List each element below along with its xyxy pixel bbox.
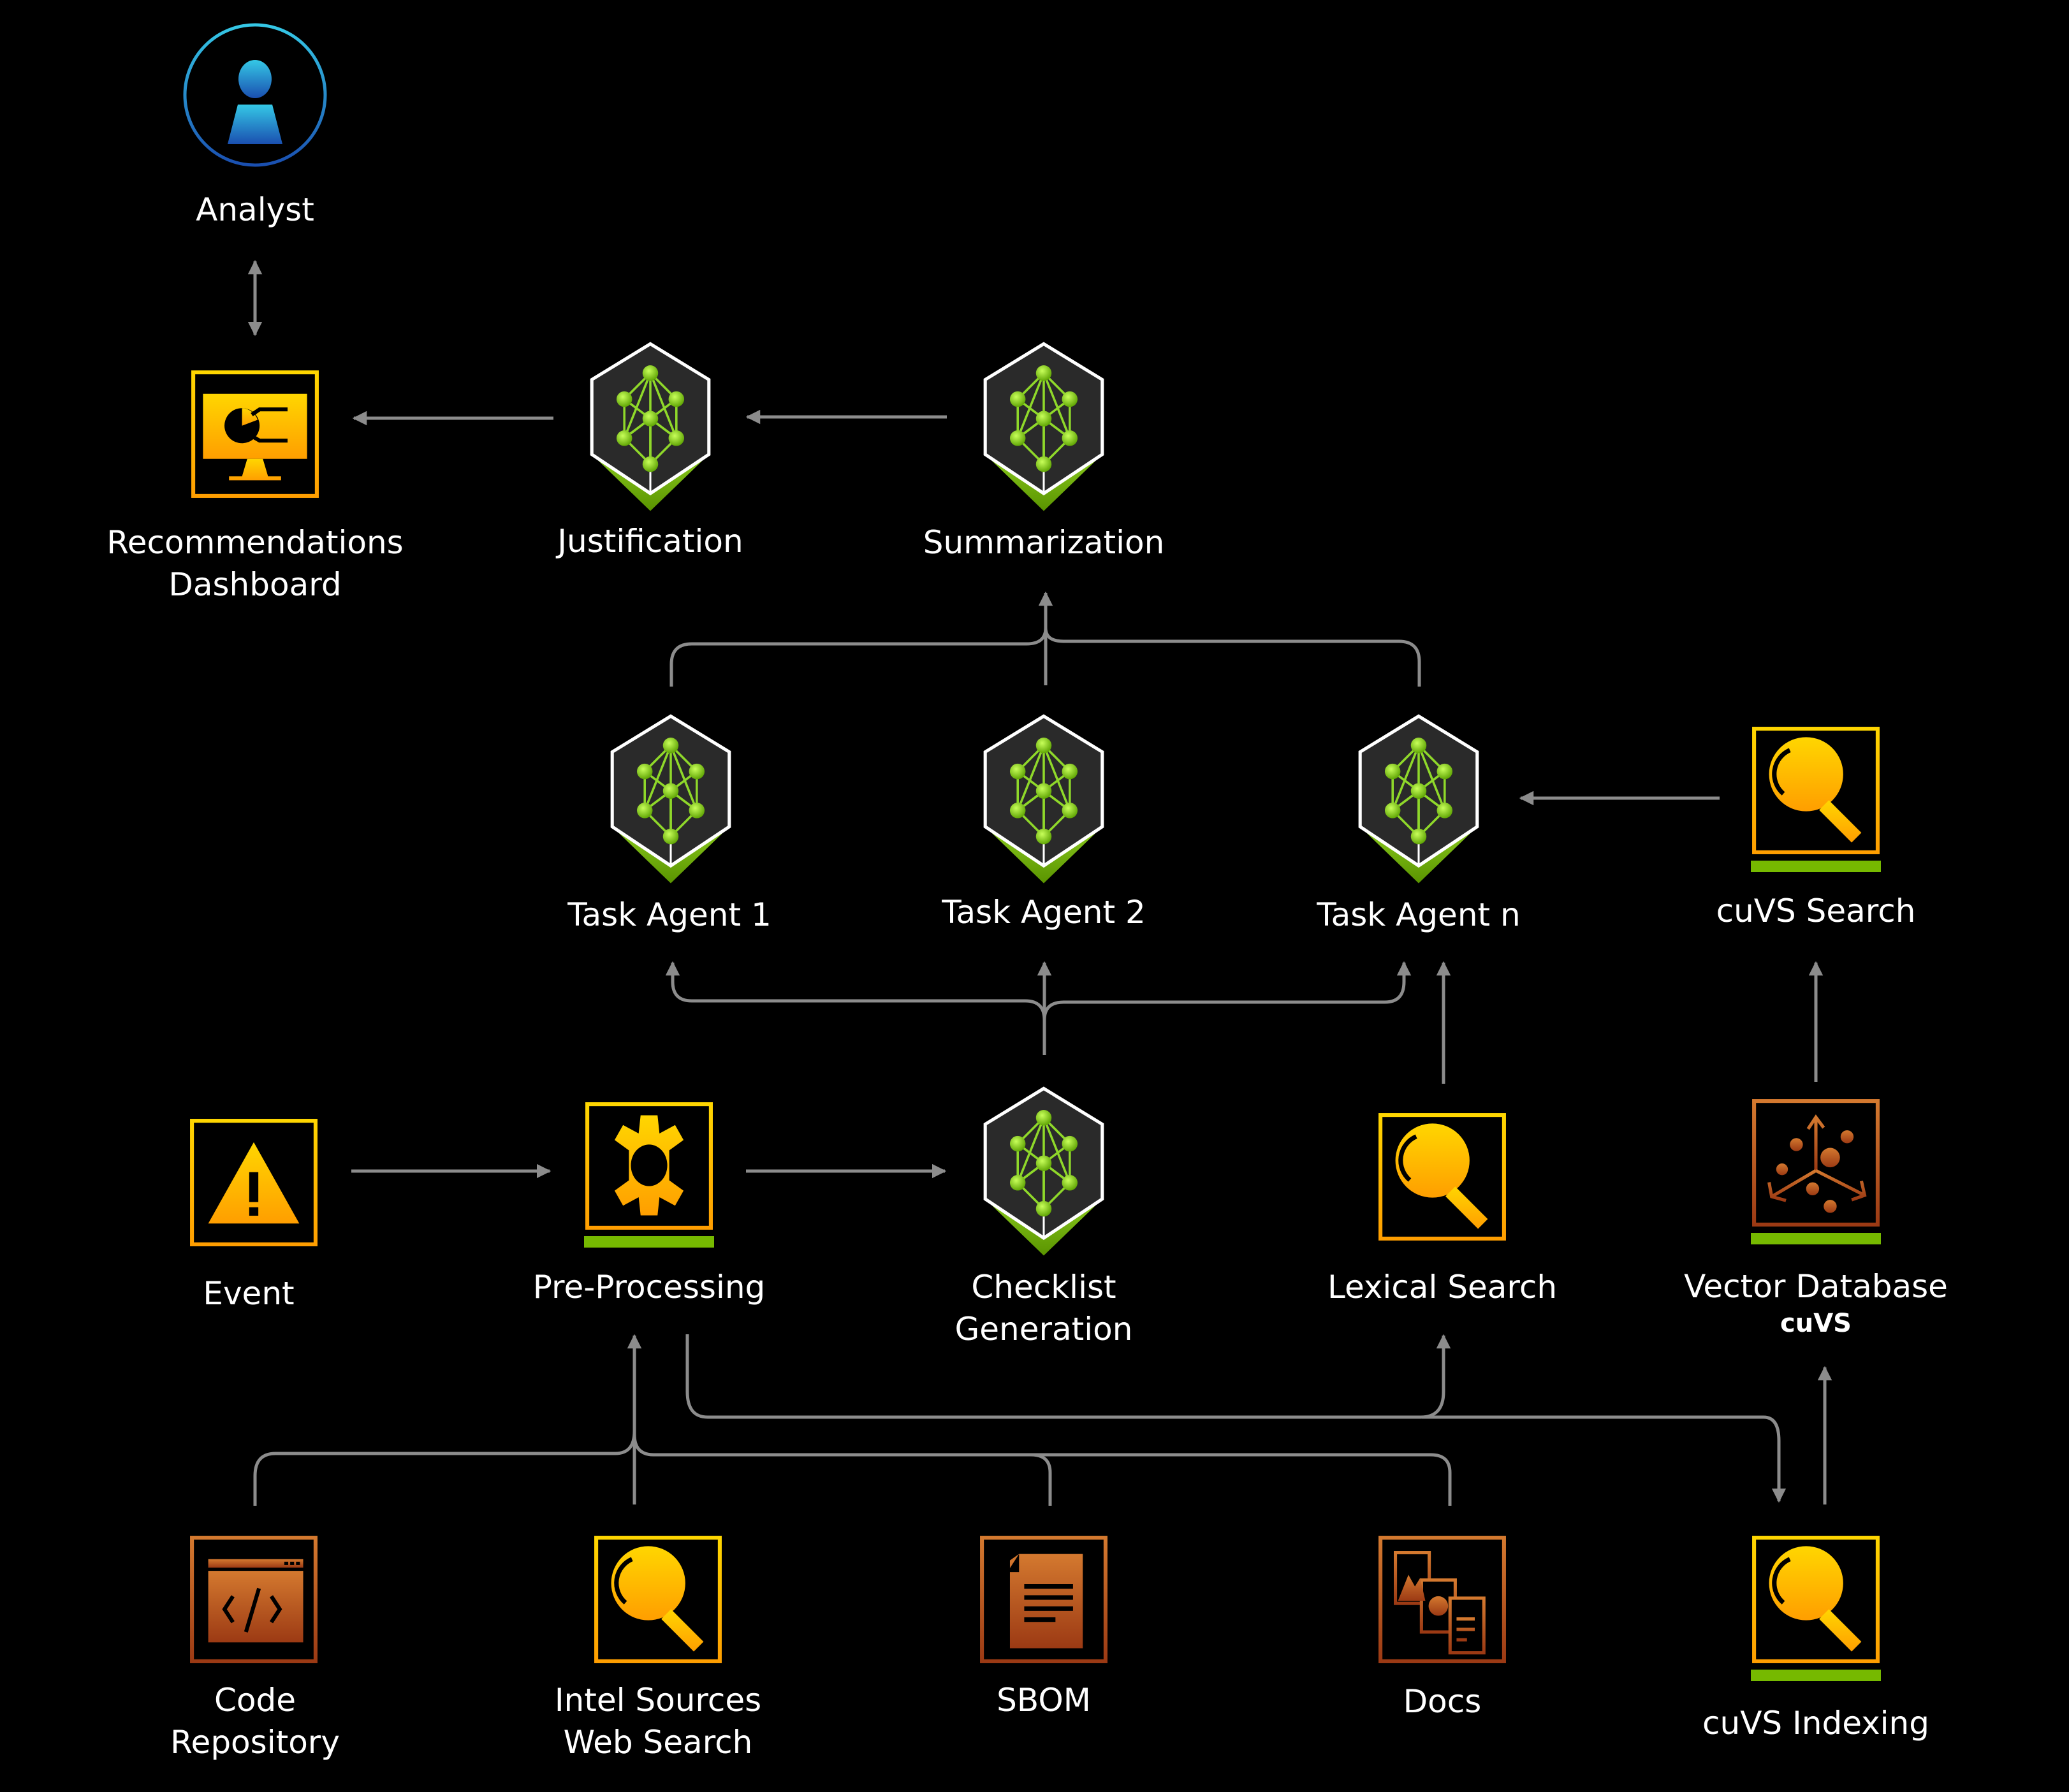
dashboard-label-line1: Recommendations bbox=[106, 524, 404, 561]
task-agent-1-label: Task Agent 1 bbox=[567, 896, 771, 933]
edge-taskagentn-summarization bbox=[1044, 627, 1421, 687]
vector-database-node[interactable] bbox=[1751, 1098, 1881, 1228]
code-window-icon bbox=[190, 1536, 318, 1663]
cuvs-search-node[interactable] bbox=[1751, 725, 1881, 856]
cuvs-indexing-node[interactable] bbox=[1751, 1534, 1881, 1665]
task-agent-1-node[interactable] bbox=[606, 713, 736, 889]
documents-stack-icon bbox=[1378, 1536, 1506, 1663]
gpu-accelerated-bar bbox=[1751, 1670, 1881, 1681]
analyst-label: Analyst bbox=[196, 191, 314, 228]
cuvs-search-label: cuVS Search bbox=[1716, 892, 1916, 929]
neural-network-cube-icon bbox=[585, 340, 715, 516]
edge-taskagent1-summarization bbox=[669, 627, 1048, 687]
edge-checklist-taskagent1 bbox=[665, 961, 1046, 1021]
vector-axes-icon bbox=[1752, 1099, 1880, 1227]
gpu-accelerated-bar bbox=[1751, 1233, 1881, 1244]
lexical-search-node[interactable] bbox=[1377, 1112, 1507, 1242]
intel-sources-node[interactable] bbox=[593, 1534, 723, 1665]
neural-network-cube-icon bbox=[1354, 713, 1484, 889]
task-agent-n-label: Task Agent n bbox=[1317, 896, 1521, 933]
warning-icon bbox=[190, 1119, 318, 1246]
justification-node[interactable] bbox=[585, 340, 715, 516]
lexical-search-label: Lexical Search bbox=[1327, 1269, 1558, 1306]
dashboard-label-line2: Dashboard bbox=[168, 566, 342, 603]
docs-label: Docs bbox=[1403, 1683, 1482, 1720]
person-icon bbox=[183, 23, 327, 167]
event-label: Event bbox=[203, 1275, 295, 1312]
code-repository-node[interactable] bbox=[189, 1534, 319, 1665]
task-agent-2-node[interactable] bbox=[979, 713, 1109, 889]
gpu-accelerated-bar bbox=[584, 1236, 714, 1248]
sbom-label: SBOM bbox=[997, 1682, 1091, 1719]
vector-database-sublabel: cuVS bbox=[1780, 1309, 1852, 1338]
edge-preprocessing-lexical bbox=[685, 1334, 1451, 1419]
code-repository-label-line1: Code bbox=[214, 1682, 296, 1719]
vector-database-label: Vector Database bbox=[1684, 1268, 1948, 1305]
edge-coderepo-preprocessing bbox=[253, 1431, 636, 1506]
checklist-generation-node[interactable] bbox=[979, 1085, 1109, 1261]
sbom-node[interactable] bbox=[979, 1534, 1109, 1665]
gear-icon bbox=[585, 1102, 713, 1230]
cuvs-indexing-label: cuVS Indexing bbox=[1702, 1705, 1929, 1742]
task-agent-n-node[interactable] bbox=[1354, 713, 1484, 889]
checklist-label-line1: Checklist bbox=[971, 1269, 1116, 1306]
edge-sbom-preprocessing bbox=[632, 1434, 1052, 1506]
edge-preprocessing-cuvsindexing bbox=[1422, 1415, 1787, 1503]
code-repository-label-line2: Repository bbox=[170, 1724, 340, 1761]
magnifier-icon bbox=[1751, 725, 1881, 856]
preprocessing-label: Pre-Processing bbox=[532, 1269, 766, 1306]
neural-network-cube-icon bbox=[979, 1085, 1109, 1261]
magnifier-icon bbox=[1751, 1534, 1881, 1665]
docs-node[interactable] bbox=[1377, 1534, 1507, 1665]
document-icon bbox=[980, 1536, 1108, 1663]
summarization-label: Summarization bbox=[923, 524, 1165, 561]
intel-sources-label-line2: Web Search bbox=[563, 1724, 753, 1761]
edge-docs-preprocessing bbox=[1027, 1453, 1452, 1506]
recommendations-dashboard-node[interactable] bbox=[190, 369, 320, 499]
neural-network-cube-icon bbox=[979, 713, 1109, 889]
checklist-label-line2: Generation bbox=[954, 1311, 1133, 1348]
gpu-accelerated-bar bbox=[1751, 861, 1881, 872]
event-node[interactable] bbox=[189, 1118, 319, 1248]
edge-checklist-taskagentn bbox=[1042, 961, 1412, 1021]
justification-label: Justification bbox=[557, 523, 743, 560]
intel-sources-label-line1: Intel Sources bbox=[554, 1682, 762, 1719]
magnifier-icon bbox=[1377, 1112, 1507, 1242]
task-agent-2-label: Task Agent 2 bbox=[942, 894, 1146, 931]
summarization-node[interactable] bbox=[979, 340, 1109, 516]
neural-network-cube-icon bbox=[979, 340, 1109, 516]
magnifier-icon bbox=[593, 1534, 723, 1665]
dashboard-monitor-icon bbox=[191, 370, 319, 498]
preprocessing-node[interactable] bbox=[584, 1101, 714, 1231]
analyst-node[interactable] bbox=[182, 22, 328, 168]
neural-network-cube-icon bbox=[606, 713, 736, 889]
